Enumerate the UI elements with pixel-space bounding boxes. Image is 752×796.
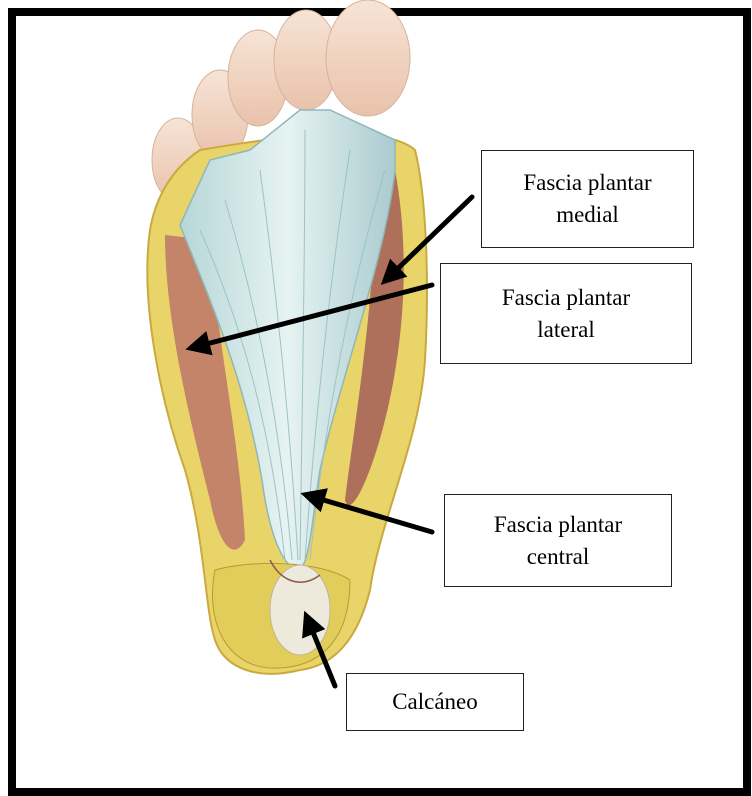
label-fascia-lateral: Fascia plantar lateral [440, 263, 692, 364]
calcaneus-bone [270, 565, 330, 655]
label-fascia-central: Fascia plantar central [444, 494, 672, 587]
label-calcaneo: Calcáneo [346, 673, 524, 731]
label-fascia-medial: Fascia plantar medial [481, 150, 694, 248]
